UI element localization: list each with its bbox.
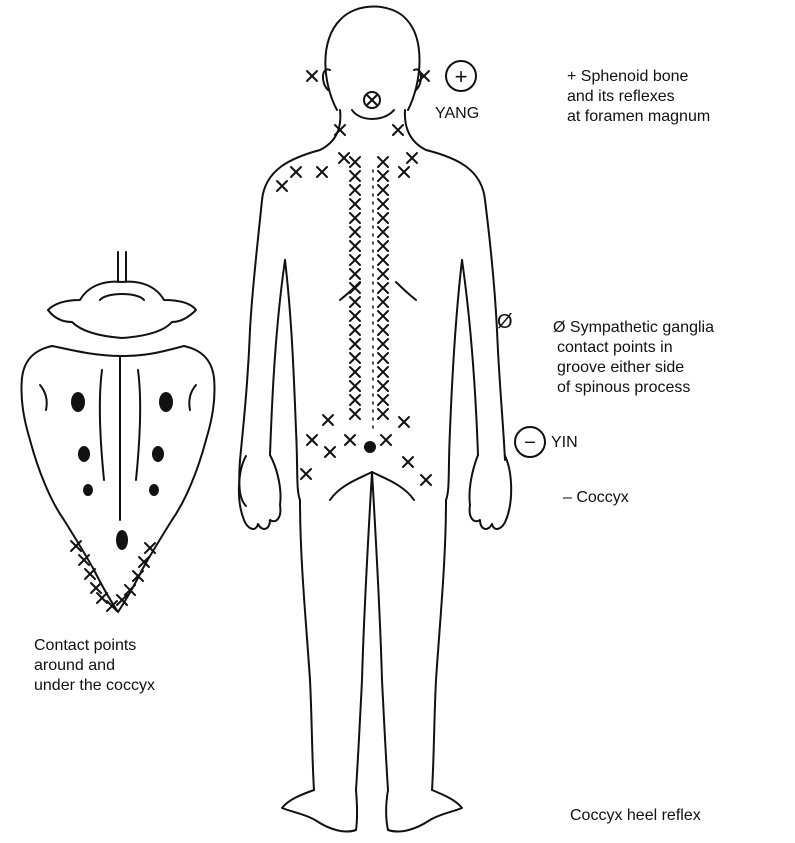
contact-point-x: [378, 325, 388, 335]
contact-point-x: [378, 157, 388, 167]
contact-point-x: [378, 213, 388, 223]
contact-point-x: [350, 241, 360, 251]
right-foot: [386, 790, 462, 832]
neck: [320, 110, 340, 150]
right-torso: [426, 150, 505, 460]
contact-point-x: [350, 381, 360, 391]
contact-point-x: [85, 569, 95, 579]
contact-point-x: [378, 269, 388, 279]
yang-label: YANG: [435, 104, 479, 124]
right-leg: [432, 500, 446, 790]
contact-point-x: [378, 367, 388, 377]
contact-point-x: [317, 167, 327, 177]
contact-point-x: [378, 171, 388, 181]
sympathetic-line-1: Ø Sympathetic ganglia: [553, 318, 714, 338]
sphenoid-line-3: at foramen magnum: [567, 107, 710, 127]
contact-point-x: [350, 297, 360, 307]
contact-point-x: [350, 311, 360, 321]
contact-point-x: [277, 181, 287, 191]
yang-marker: +: [455, 64, 468, 89]
contact-point-x: [323, 415, 333, 425]
sympathetic-line-4: of spinous process: [553, 378, 714, 398]
contact-point-x: [325, 447, 335, 457]
body-outline: [239, 7, 511, 832]
contact-point-x: [378, 311, 388, 321]
left-foot: [282, 790, 357, 832]
contact-point-x: [378, 297, 388, 307]
contact-point-x: [378, 283, 388, 293]
contact-point-x: [350, 171, 360, 181]
contact-point-x: [350, 325, 360, 335]
left-hand: [239, 455, 281, 529]
right-hand: [469, 455, 511, 529]
contact-point-x: [97, 593, 107, 603]
contact-point-x: [378, 381, 388, 391]
coccyx-label: – Coccyx: [563, 488, 629, 508]
contact-point-x: [339, 153, 349, 163]
contact-point-x: [378, 241, 388, 251]
contact-point-x: [403, 457, 413, 467]
contact-point-x: [307, 435, 317, 445]
contact-point-x: [399, 417, 409, 427]
contact-point-x: [350, 269, 360, 279]
contact-point-x: [350, 339, 360, 349]
contact-point-x: [350, 157, 360, 167]
contact-point-x: [393, 125, 403, 135]
sacrum-drawing: [21, 252, 214, 612]
foramen-magnum-point: [364, 92, 380, 108]
contact-point-x: [421, 475, 431, 485]
lumbar-vertebra: [48, 282, 196, 338]
yin-label: YIN: [551, 433, 578, 453]
contact-point-x: [378, 227, 388, 237]
contact-point-x: [350, 353, 360, 363]
sympathetic-label: Ø Sympathetic ganglia contact points in …: [553, 318, 714, 398]
contact-point-x: [350, 409, 360, 419]
contact-line-2: around and: [34, 656, 155, 676]
contact-point-x: [381, 435, 391, 445]
contact-point-x: [350, 199, 360, 209]
contact-point-x: [91, 583, 101, 593]
sympathetic-line-3: groove either side: [553, 358, 714, 378]
phi-marker: Ø: [497, 311, 513, 333]
yin-symbol: −: [515, 427, 545, 457]
contact-point-x: [350, 185, 360, 195]
contact-point-x: [350, 227, 360, 237]
contact-line-3: under the coccyx: [34, 676, 155, 696]
sphenoid-line-2: and its reflexes: [567, 87, 710, 107]
contact-point-x: [378, 353, 388, 363]
contact-point-x: [378, 185, 388, 195]
contact-point-x: [307, 71, 317, 81]
contact-points-label: Contact points around and under the cocc…: [34, 636, 155, 696]
contact-line-1: Contact points: [34, 636, 155, 656]
sacrum-outline: [21, 346, 214, 612]
contact-point-x: [301, 469, 311, 479]
yang-symbol: +: [446, 61, 476, 91]
contact-point-x: [345, 435, 355, 445]
contact-point-x: [378, 199, 388, 209]
coccyx-point: [364, 441, 376, 453]
contact-point-x: [378, 339, 388, 349]
contact-point-x: [145, 543, 155, 553]
contact-point-x: [378, 255, 388, 265]
left-torso: [239, 150, 320, 506]
contact-point-x: [407, 153, 417, 163]
contact-point-x: [350, 367, 360, 377]
contact-point-x: [350, 283, 360, 293]
contact-point-x: [350, 395, 360, 405]
yin-marker: −: [524, 432, 536, 454]
sphenoid-line-1: + Sphenoid bone: [567, 67, 710, 87]
contact-point-x: [350, 213, 360, 223]
contact-point-x: [291, 167, 301, 177]
contact-point-x: [399, 167, 409, 177]
left-leg: [300, 500, 314, 790]
head: [325, 7, 419, 111]
sacral-foramina: [71, 392, 173, 550]
heel-reflex-label: Coccyx heel reflex: [570, 806, 701, 826]
contact-point-x: [350, 255, 360, 265]
contact-point-x: [378, 395, 388, 405]
sympathetic-line-2: contact points in: [553, 338, 714, 358]
contact-point-x: [378, 409, 388, 419]
sphenoid-label: + Sphenoid bone and its reflexes at fora…: [567, 67, 710, 127]
